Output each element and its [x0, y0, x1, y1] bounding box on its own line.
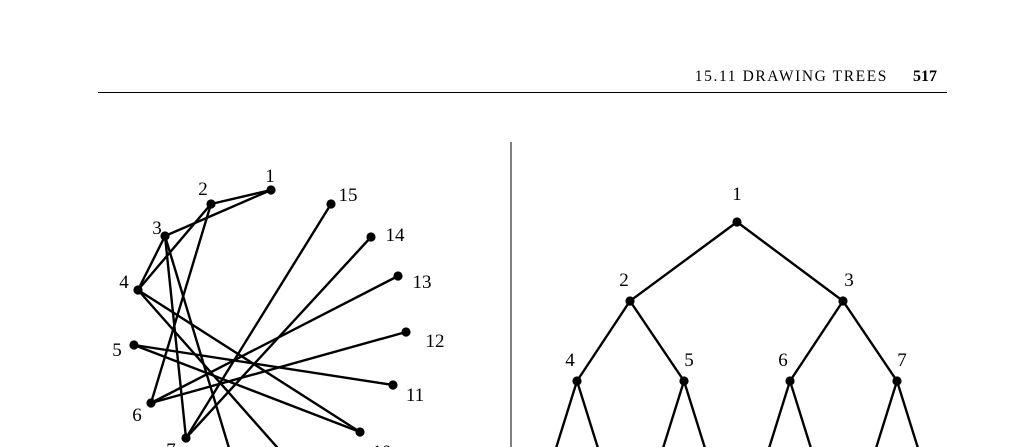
left-node-label: 10: [373, 442, 392, 447]
left-node: [206, 199, 216, 209]
right-node: [838, 296, 848, 306]
left-edge: [184, 203, 333, 439]
left-node: [388, 380, 398, 390]
right-node: [572, 376, 582, 386]
left-node-label: 1: [265, 166, 275, 187]
right-edge: [575, 300, 632, 382]
right-node-label: 6: [778, 350, 788, 371]
left-node-label: 3: [152, 218, 162, 239]
right-edge-stub: [895, 380, 919, 447]
page-number: 517: [913, 68, 937, 85]
circular-tree-drawing: 1234567101112131415: [112, 166, 445, 447]
left-node: [181, 433, 191, 443]
left-node-label: 15: [339, 185, 358, 206]
page-header: 15.11 DRAWING TREES 517: [0, 68, 1024, 92]
right-edge-stub: [662, 380, 686, 447]
left-edge: [150, 274, 399, 405]
left-node: [401, 327, 411, 337]
left-node-label: 2: [198, 179, 208, 200]
left-node-label: 6: [132, 405, 142, 426]
left-node: [266, 185, 276, 195]
right-edge-stub: [555, 380, 579, 447]
right-node-label: 2: [619, 270, 629, 291]
running-head: 15.11 DRAWING TREES: [694, 68, 888, 85]
right-node: [732, 217, 742, 227]
left-node-label: 4: [119, 272, 129, 293]
left-edge: [210, 188, 272, 206]
right-node-label: 4: [565, 350, 575, 371]
left-edge: [137, 288, 361, 434]
left-node-label: 11: [406, 385, 424, 406]
left-edge: [136, 235, 167, 291]
right-node: [679, 376, 689, 386]
left-edge: [133, 343, 361, 434]
right-node-label: 1: [732, 184, 742, 205]
right-edge-stub: [682, 380, 706, 447]
left-node: [160, 231, 170, 241]
left-edge: [133, 343, 394, 387]
left-node-label: 7: [166, 440, 176, 447]
left-node-label: 14: [386, 225, 406, 246]
left-node: [129, 340, 139, 350]
left-edge: [149, 203, 213, 404]
left-edge: [185, 236, 372, 439]
right-node: [892, 376, 902, 386]
right-node: [785, 376, 795, 386]
left-node: [393, 271, 403, 281]
right-edge: [629, 221, 738, 302]
left-node: [146, 398, 156, 408]
left-edge: [163, 235, 230, 447]
left-edge: [137, 203, 212, 291]
left-node-label: 12: [426, 331, 445, 352]
right-edge-stub: [875, 380, 899, 447]
right-node-label: 5: [684, 350, 694, 371]
left-edge: [150, 330, 407, 405]
left-node: [133, 285, 143, 295]
left-node: [366, 232, 376, 242]
right-edge: [629, 300, 685, 382]
left-node: [326, 199, 336, 209]
right-edge: [788, 300, 845, 382]
right-edge: [736, 221, 844, 302]
right-edge-stub: [575, 380, 599, 447]
right-node-label: 3: [844, 270, 854, 291]
header-rule: [98, 92, 947, 93]
right-edge-stub: [768, 380, 792, 447]
right-edge: [842, 300, 898, 382]
right-node: [625, 296, 635, 306]
left-node: [355, 427, 365, 437]
left-edge: [163, 235, 188, 439]
right-edge-stub: [788, 380, 812, 447]
right-node-label: 7: [897, 350, 907, 371]
left-node-label: 13: [413, 272, 432, 293]
left-node-label: 5: [112, 340, 122, 361]
left-edge: [164, 188, 272, 238]
binary-tree-drawing: 1 2 3 4 5 6 7: [555, 184, 919, 447]
